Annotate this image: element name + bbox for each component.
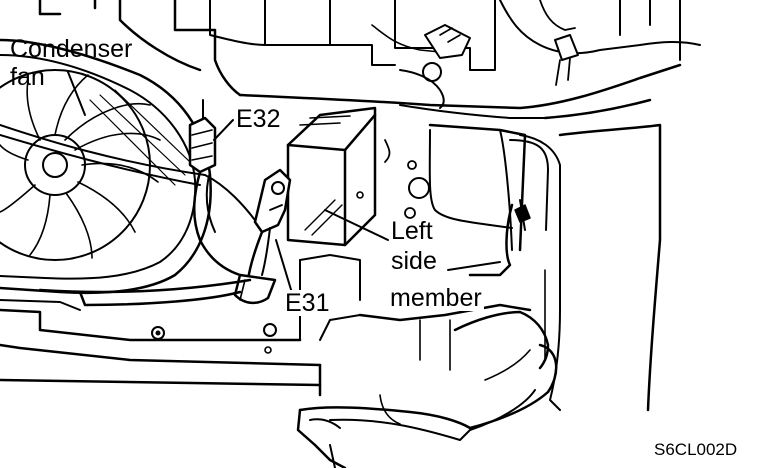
leader-e31 xyxy=(275,239,293,294)
callout-e31: E31 xyxy=(283,289,332,317)
fender-structure xyxy=(384,98,662,412)
callout-left-side-member-line1: Left xyxy=(391,217,433,245)
lower-crossmember xyxy=(296,303,558,468)
callout-left-side-member-line2: side xyxy=(391,247,437,275)
upper-body-structure xyxy=(38,0,701,110)
callout-condenser-fan-line2: fan xyxy=(10,63,45,91)
callout-leader-lines xyxy=(67,71,501,294)
callout-condenser-fan-line1: Condenser xyxy=(10,35,133,63)
leader-left-side-member-box xyxy=(324,209,389,241)
callout-left-side-member-line3: member xyxy=(388,284,484,312)
leader-e32 xyxy=(213,119,234,141)
left-side-member-box xyxy=(286,106,377,247)
condenser-fan-drawing xyxy=(0,38,212,295)
callout-e32: E32 xyxy=(234,105,283,133)
leader-left-side-member-rail xyxy=(447,261,501,271)
leader-condenser-fan xyxy=(67,71,86,116)
connector-e31-drawing xyxy=(233,168,292,305)
figure-code: S6CL002D xyxy=(654,440,738,459)
lower-support-bar xyxy=(0,254,361,397)
